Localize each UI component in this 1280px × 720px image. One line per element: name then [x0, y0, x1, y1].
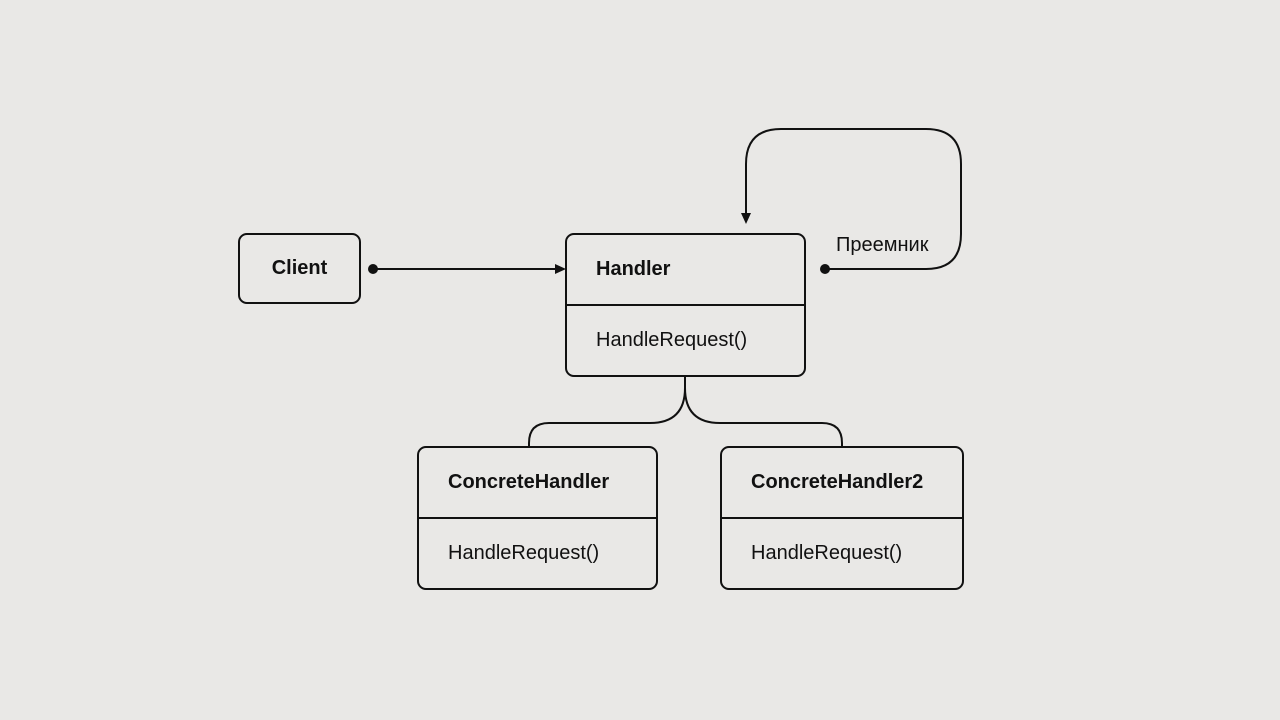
concrete-handler2-method: HandleRequest()	[751, 542, 903, 564]
successor-arrowhead	[741, 213, 751, 224]
successor-label: Преемник	[836, 234, 929, 256]
inheritance-branch-concrete-handler2	[684, 376, 843, 448]
handler-divider	[567, 304, 804, 306]
handler-box: Handler HandleRequest()	[565, 233, 806, 377]
successor-association-dot	[820, 264, 830, 274]
concrete-handler2-title: ConcreteHandler2	[751, 471, 924, 493]
client-title: Client	[271, 257, 328, 279]
client-to-handler-arrowhead	[555, 264, 566, 274]
client-association-dot	[368, 264, 378, 274]
client-box: Client	[238, 233, 361, 304]
inheritance-branch-concrete-handler	[528, 376, 686, 448]
successor-loop-line	[745, 128, 962, 270]
handler-method: HandleRequest()	[596, 329, 748, 351]
concrete-handler-title: ConcreteHandler	[448, 471, 610, 493]
concrete-handler-method: HandleRequest()	[448, 542, 600, 564]
concrete-handler-divider	[419, 517, 656, 519]
concrete-handler-box: ConcreteHandler HandleRequest()	[417, 446, 658, 590]
concrete-handler2-divider	[722, 517, 962, 519]
handler-title: Handler	[596, 258, 671, 280]
concrete-handler2-box: ConcreteHandler2 HandleRequest()	[720, 446, 964, 590]
